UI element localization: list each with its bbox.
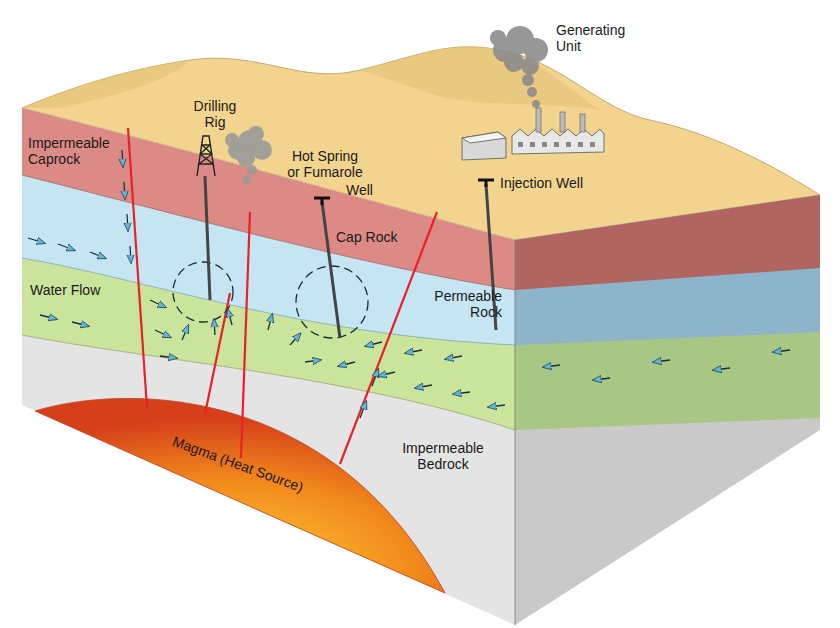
flow-arrows xyxy=(28,150,790,418)
layer-label: Well xyxy=(346,182,386,198)
layer-label: Drilling Rig xyxy=(186,98,244,130)
layer-label: Water Flow xyxy=(30,282,120,298)
caprock-layer xyxy=(22,108,515,290)
ground-shade xyxy=(360,47,600,110)
layer-label: Hot Spring or Fumarole xyxy=(284,148,366,180)
layer-label: Permeable Rock xyxy=(418,288,502,320)
generating-unit xyxy=(462,108,604,160)
layer-label: Injection Well xyxy=(500,175,610,191)
fault-lines xyxy=(128,128,437,464)
caprock-side xyxy=(515,195,820,290)
ground-shade xyxy=(22,60,190,108)
bedrock-layer xyxy=(22,108,515,625)
steam-cloud xyxy=(225,126,272,184)
layer-label: Impermeable Caprock xyxy=(28,135,120,167)
layer-label: Cap Rock xyxy=(336,229,416,245)
magma-body xyxy=(35,398,445,593)
permeable-side xyxy=(515,195,820,345)
water-flow-layer xyxy=(22,108,515,430)
layer-label: Impermeable Bedrock xyxy=(393,440,493,472)
plant-smoke xyxy=(490,26,548,108)
drilling-rig xyxy=(197,136,215,176)
bedrock-side xyxy=(515,195,820,625)
layer-label: Generating Unit xyxy=(556,22,640,54)
wells xyxy=(197,136,496,338)
water-flow-side xyxy=(515,195,820,430)
permeable-layer xyxy=(22,108,515,345)
